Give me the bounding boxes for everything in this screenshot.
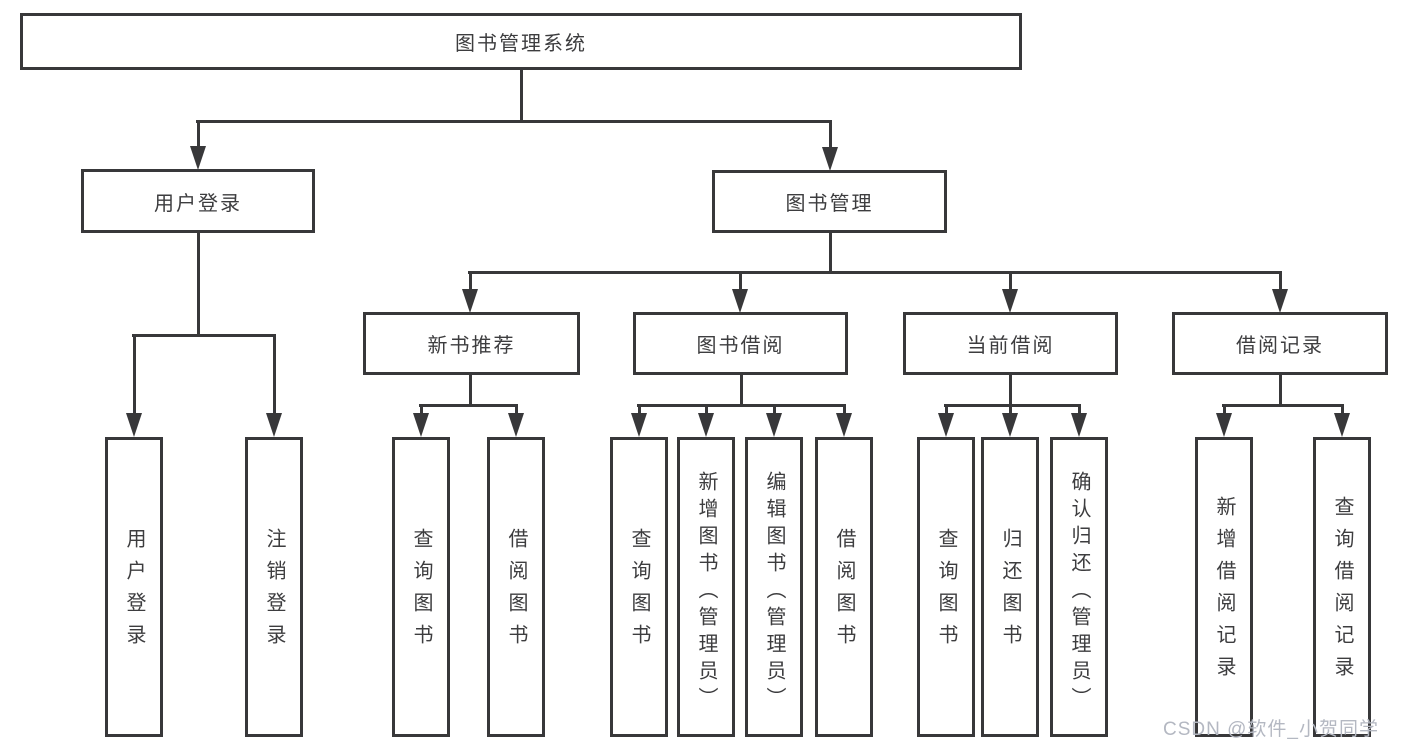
connector-borrow-stem <box>740 375 743 407</box>
arrowhead-rec-add <box>1216 413 1232 437</box>
connector-drop-records <box>1279 271 1282 293</box>
arrowhead-current <box>1002 289 1018 313</box>
connector-records-rail <box>1222 404 1343 407</box>
connector-bookmgmt-stem <box>829 233 832 274</box>
leaf-logout: 注销登录 <box>245 437 303 737</box>
connector-drop-cur-confirm <box>1078 404 1081 420</box>
connector-drop-bw-add <box>705 404 708 420</box>
node-borrow: 图书借阅 <box>633 312 848 375</box>
arrowhead-cur-confirm <box>1071 413 1087 437</box>
leaf-cur-confirm: 确认归还（管理员） <box>1050 437 1108 737</box>
leaf-cur-return: 归还图书 <box>981 437 1039 737</box>
arrowhead-login <box>126 413 142 437</box>
leaf-rec-query: 查询借阅记录 <box>1313 437 1371 737</box>
leaf-login: 用户登录 <box>105 437 163 737</box>
connector-borrow-rail <box>637 404 846 407</box>
node-root: 图书管理系统 <box>20 13 1022 70</box>
connector-bookmgmt-rail <box>468 271 1281 274</box>
connector-drop-borrow <box>739 271 742 293</box>
connector-drop-nb-query <box>420 404 423 420</box>
arrowhead-records <box>1272 289 1288 313</box>
connector-drop-cur-return <box>1009 404 1012 420</box>
node-current: 当前借阅 <box>903 312 1118 375</box>
connector-drop-current <box>1009 271 1012 293</box>
connector-drop-bw-edit <box>773 404 776 420</box>
node-book-mgmt: 图书管理 <box>712 170 947 233</box>
arrowhead-bw-query <box>631 413 647 437</box>
connector-drop-user-login <box>197 120 200 152</box>
connector-drop-new-books <box>469 271 472 293</box>
leaf-cur-query: 查询图书 <box>917 437 975 737</box>
connector-drop-nb-borrow <box>515 404 518 420</box>
arrowhead-nb-query <box>413 413 429 437</box>
connector-userlogin-stem <box>197 233 200 337</box>
arrowhead-borrow <box>732 289 748 313</box>
connector-drop-logout <box>273 334 276 418</box>
connector-userlogin-rail <box>132 334 275 337</box>
connector-root-stem <box>520 70 523 122</box>
arrowhead-nb-borrow <box>508 413 524 437</box>
connector-records-stem <box>1279 375 1282 407</box>
csdn-watermark: CSDN @软件_小贺同学 <box>1163 719 1379 740</box>
connector-drop-rec-query <box>1341 404 1344 420</box>
node-records: 借阅记录 <box>1172 312 1388 375</box>
arrowhead-rec-query <box>1334 413 1350 437</box>
connector-drop-login <box>133 334 136 418</box>
leaf-bw-borrow: 借阅图书 <box>815 437 873 737</box>
node-new-books: 新书推荐 <box>363 312 580 375</box>
arrowhead-new-books <box>462 289 478 313</box>
arrowhead-bw-add <box>698 413 714 437</box>
arrowhead-bw-edit <box>766 413 782 437</box>
leaf-nb-borrow: 借阅图书 <box>487 437 545 737</box>
arrowhead-user-login <box>190 146 206 170</box>
connector-root-rail <box>196 120 832 123</box>
arrowhead-bw-borrow <box>836 413 852 437</box>
connector-drop-bw-query <box>638 404 641 420</box>
node-user-login: 用户登录 <box>81 169 315 233</box>
connector-drop-cur-query <box>945 404 948 420</box>
connector-drop-bw-borrow <box>843 404 846 420</box>
arrowhead-book-mgmt <box>822 147 838 171</box>
connector-current-stem <box>1009 375 1012 407</box>
connector-current-rail <box>944 404 1081 407</box>
connector-drop-book-mgmt <box>829 120 832 152</box>
connector-newbooks-rail <box>419 404 517 407</box>
arrowhead-cur-query <box>938 413 954 437</box>
leaf-bw-query: 查询图书 <box>610 437 668 737</box>
arrowhead-logout <box>266 413 282 437</box>
leaf-bw-edit: 编辑图书（管理员） <box>745 437 803 737</box>
arrowhead-cur-return <box>1002 413 1018 437</box>
leaf-rec-add: 新增借阅记录 <box>1195 437 1253 737</box>
connector-drop-rec-add <box>1223 404 1226 420</box>
leaf-bw-add: 新增图书（管理员） <box>677 437 735 737</box>
connector-newbooks-stem <box>469 375 472 407</box>
leaf-nb-query: 查询图书 <box>392 437 450 737</box>
